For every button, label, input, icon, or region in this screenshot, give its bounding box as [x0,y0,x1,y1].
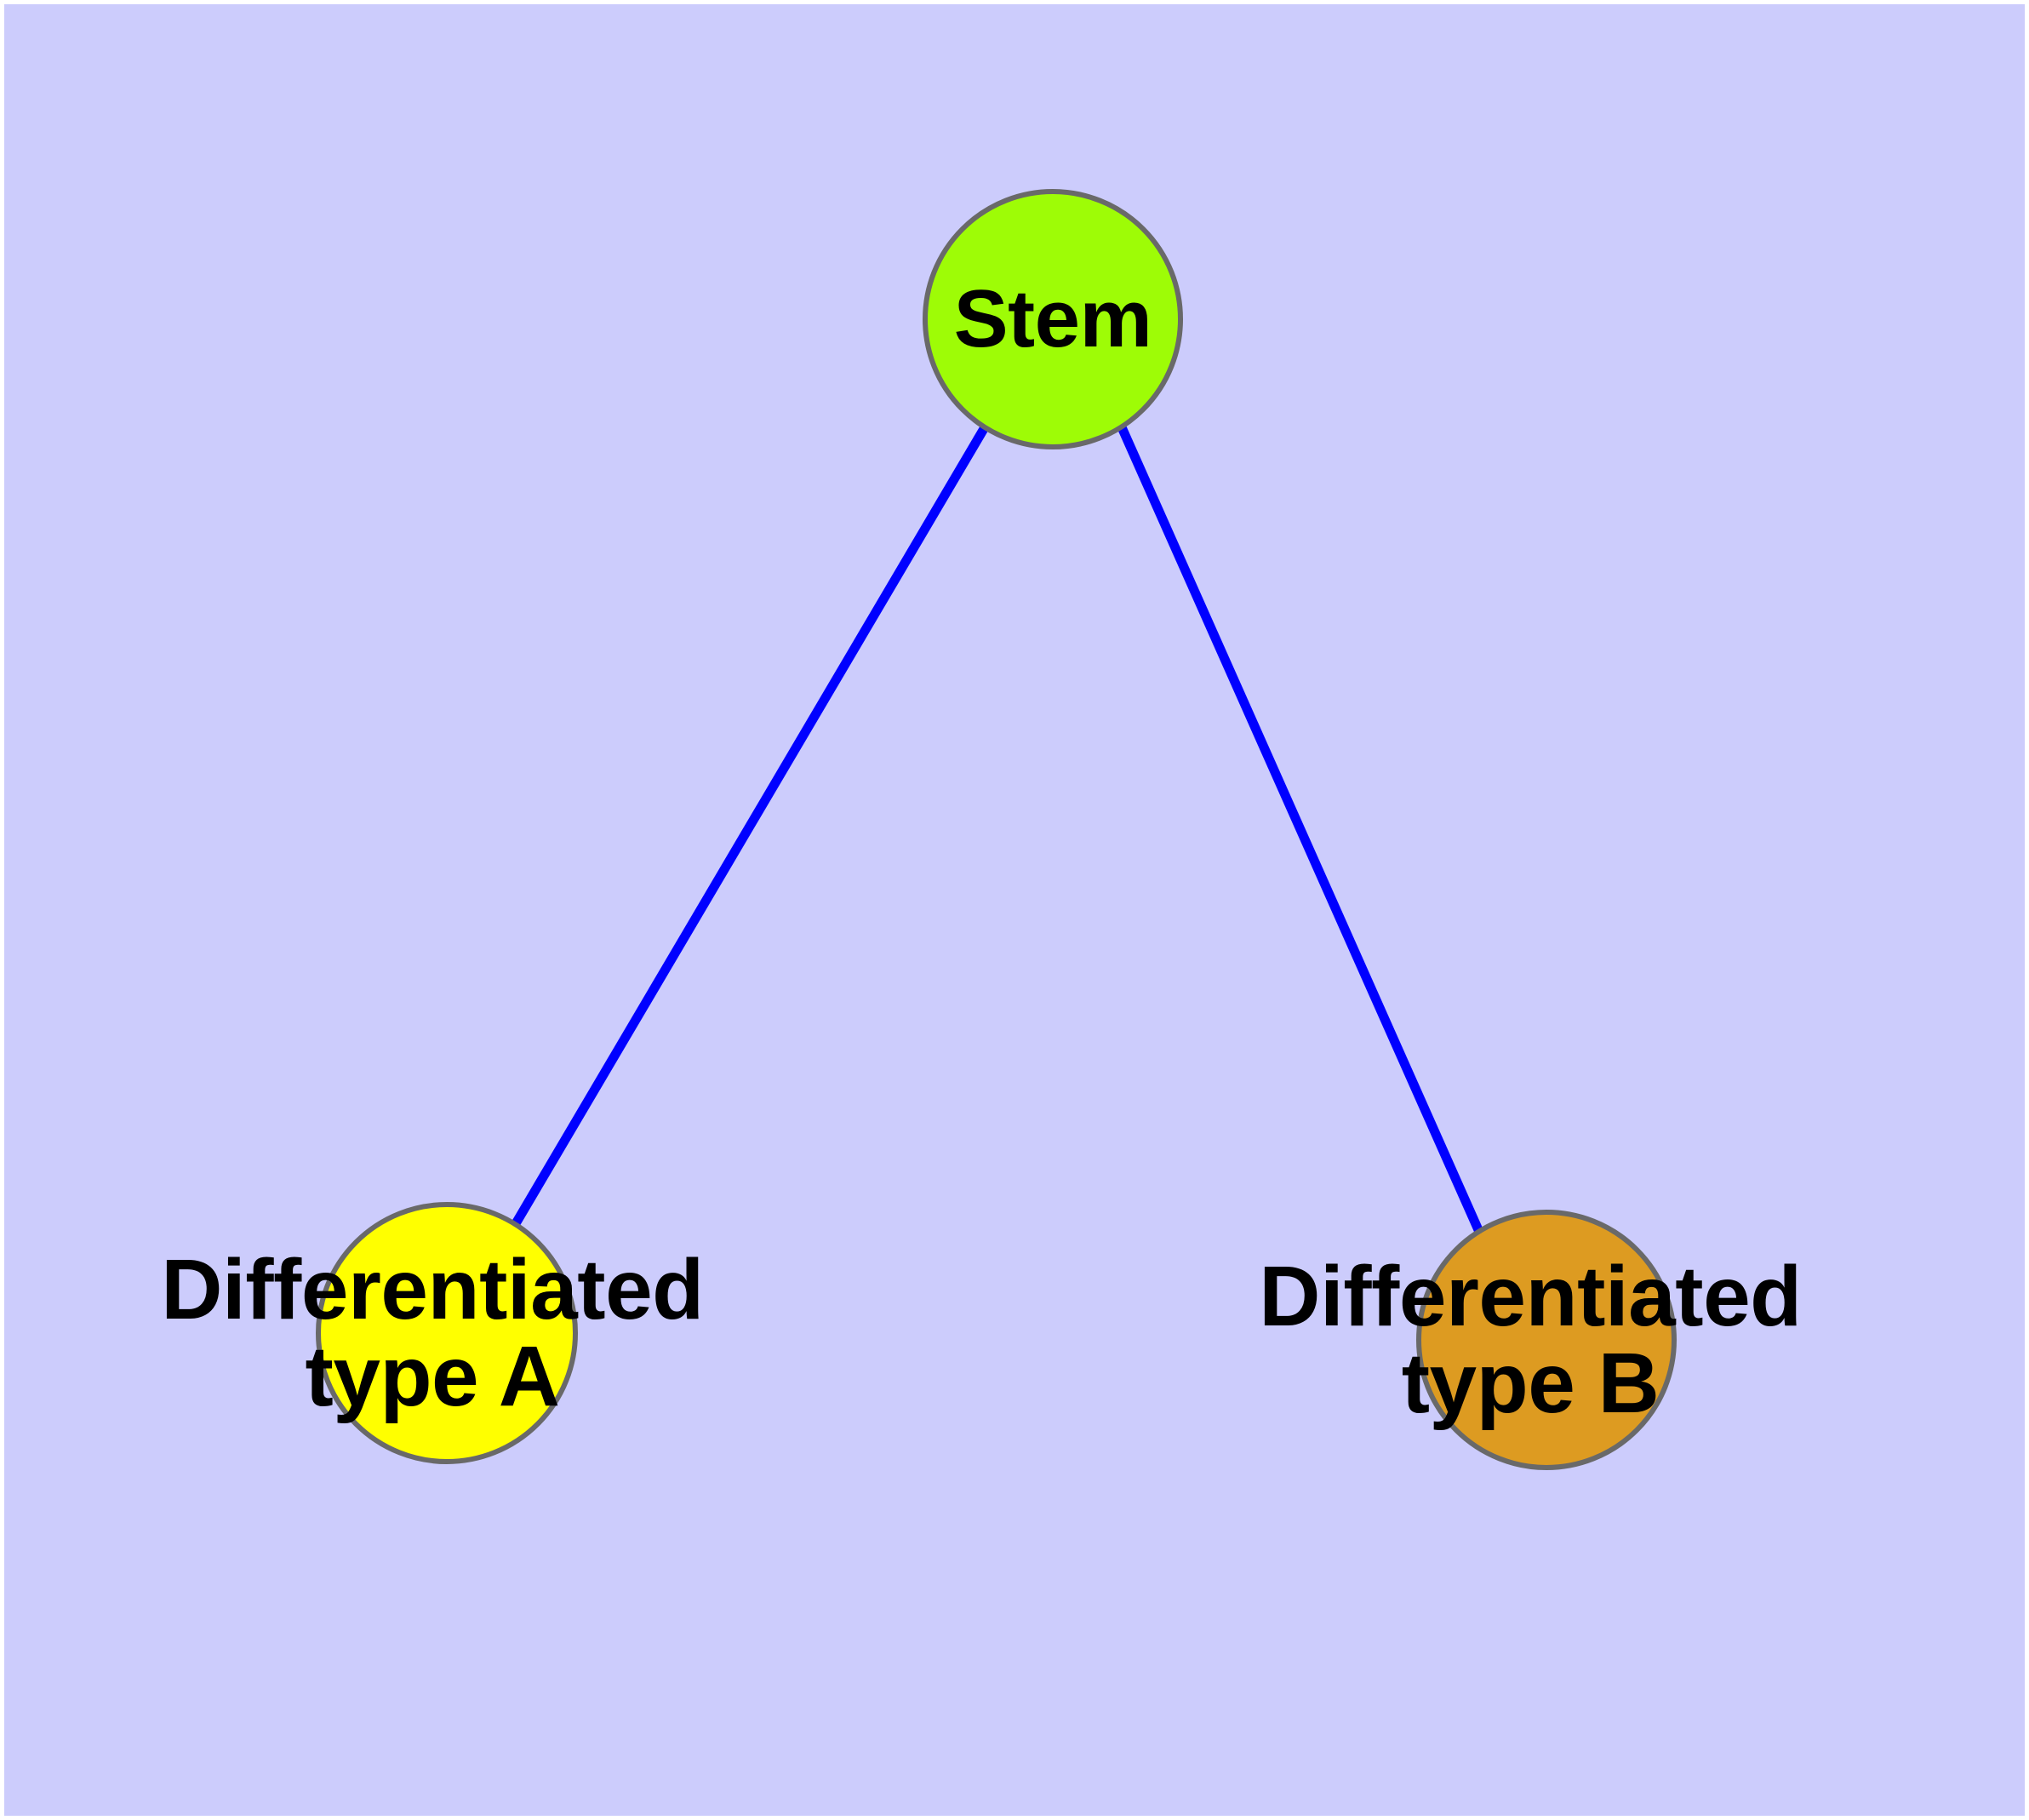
edge-layer [511,425,1484,1234]
edge-stem-to-differentiated-type-a[interactable] [511,425,989,1228]
node-stem[interactable] [923,189,1183,449]
edge-stem-to-differentiated-type-b[interactable] [1117,425,1484,1234]
node-differentiated-type-a[interactable] [316,1202,578,1464]
node-layer [316,189,1677,1470]
node-differentiated-type-b[interactable] [1416,1210,1677,1470]
